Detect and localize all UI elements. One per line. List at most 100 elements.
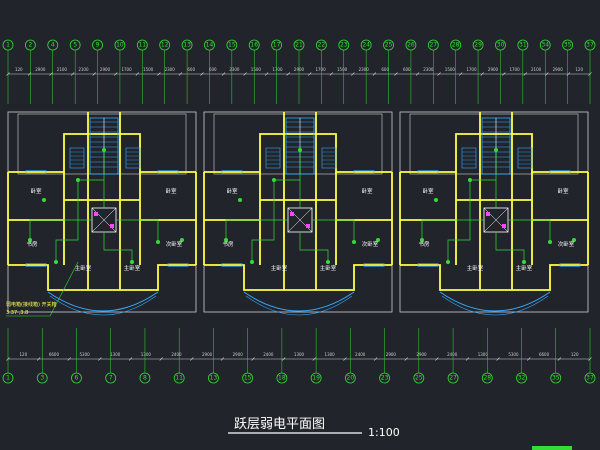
room-label: 主卧室: [124, 264, 141, 272]
axis-bubble: [92, 39, 103, 51]
balcony-arc: [47, 291, 159, 312]
wall: [400, 133, 588, 173]
dimension-tick: [128, 357, 133, 361]
dimension-value: 2400: [355, 352, 366, 357]
dimension-value: 6600: [539, 352, 550, 357]
axis-label: 7: [109, 375, 113, 382]
axis-label: 15: [228, 42, 236, 49]
axis-label: 10: [116, 42, 124, 49]
axis-label: 13: [183, 42, 191, 49]
dimension-value: 5300: [508, 352, 519, 357]
dimension-tick: [496, 357, 500, 361]
axis-bubble: [516, 372, 527, 384]
dimension-tick: [502, 72, 506, 76]
room-label: 主卧室: [320, 264, 337, 272]
dimension-tick: [221, 72, 226, 76]
dimension-value: 1300: [294, 352, 305, 357]
window: [417, 263, 439, 267]
axis-bubble: [495, 39, 506, 51]
axis-bubble: [344, 372, 356, 384]
junction-box: [502, 224, 506, 228]
axis-label: 35: [552, 375, 560, 382]
axis-label: 31: [519, 42, 527, 49]
dimension-value: 1700: [315, 67, 326, 72]
drawing-title: 跃层弱电平面图: [234, 417, 325, 432]
dimension-tick: [465, 357, 470, 361]
cable-run: [312, 219, 355, 242]
axis-label: 15: [244, 375, 252, 382]
window: [417, 170, 439, 174]
axis-label: 12: [161, 42, 169, 49]
dimension-tick: [329, 72, 334, 76]
axis-bubble: [47, 39, 59, 51]
outlet-device: [420, 238, 424, 242]
outlet-device: [28, 238, 32, 242]
window: [549, 170, 571, 174]
axis-bubble: [248, 39, 260, 51]
dimension-tick: [394, 72, 398, 76]
outlet-device: [250, 260, 254, 264]
dimension-tick: [373, 357, 378, 361]
balcony-arc-inner: [245, 295, 353, 316]
axis-bubble: [447, 372, 459, 384]
dimension-tick: [135, 72, 140, 76]
axis-bubble: [242, 372, 254, 384]
axis-label: 26: [407, 42, 415, 49]
window: [167, 263, 189, 267]
axis-bubble: [2, 372, 14, 384]
junction-box: [94, 212, 98, 216]
dimension-tick: [480, 72, 484, 76]
axis-label: 14: [206, 42, 214, 49]
wall: [204, 264, 392, 291]
axis-label: 18: [278, 375, 286, 382]
dimension-value: 1300: [141, 352, 152, 357]
axis-bubble: [584, 39, 596, 51]
dimension-tick: [527, 357, 531, 361]
dimension-value: 1700: [509, 67, 520, 72]
axis-bubble: [360, 39, 372, 51]
axis-bubble: [271, 39, 283, 51]
outlet-device: [494, 148, 498, 152]
outlet-device: [224, 238, 228, 242]
dimension-tick: [308, 72, 312, 76]
dimension-tick: [70, 72, 75, 76]
room-label: 卧室: [557, 187, 569, 195]
dimension-value: 600: [381, 67, 389, 72]
dimension-tick: [435, 357, 439, 361]
axis-bubble: [181, 39, 193, 51]
dimension-value: 2100: [57, 67, 68, 72]
room-label: 卧室: [226, 187, 238, 195]
dimension-tick: [286, 72, 290, 76]
dimension-value: 2900: [416, 352, 427, 357]
building-unit: 卧室卧室书房主卧室主卧室次卧室: [7, 111, 197, 316]
dimension-tick: [92, 72, 96, 76]
cable-run: [116, 219, 159, 242]
axis-label: 25: [385, 42, 393, 49]
balcony-arc: [439, 291, 551, 312]
axis-bubble: [450, 39, 462, 51]
axis-bubble: [204, 39, 215, 51]
dimension-tick: [351, 72, 355, 76]
axis-label: 23: [381, 375, 389, 382]
axis-bubble: [338, 39, 350, 51]
axis-bubble: [2, 39, 14, 51]
cable-run: [29, 219, 92, 240]
bathroom-fixture: [265, 147, 281, 169]
dimension-value: 2900: [488, 67, 499, 72]
outlet-device: [376, 238, 380, 242]
dimension-tick: [415, 72, 420, 76]
cable-run: [495, 232, 525, 262]
axis-bubble: [208, 372, 219, 384]
dimension-tick: [437, 72, 441, 76]
dimension-value: 2300: [359, 67, 370, 72]
axis-label: 8: [143, 375, 147, 382]
axis-label: 6: [75, 375, 79, 382]
room-label: 主卧室: [271, 264, 288, 272]
axis-bubble: [159, 39, 171, 51]
room-label: 次卧室: [166, 240, 183, 248]
dimension-value: 1300: [325, 352, 336, 357]
room-label: 卧室: [361, 187, 373, 195]
axis-bubble: [427, 39, 439, 51]
